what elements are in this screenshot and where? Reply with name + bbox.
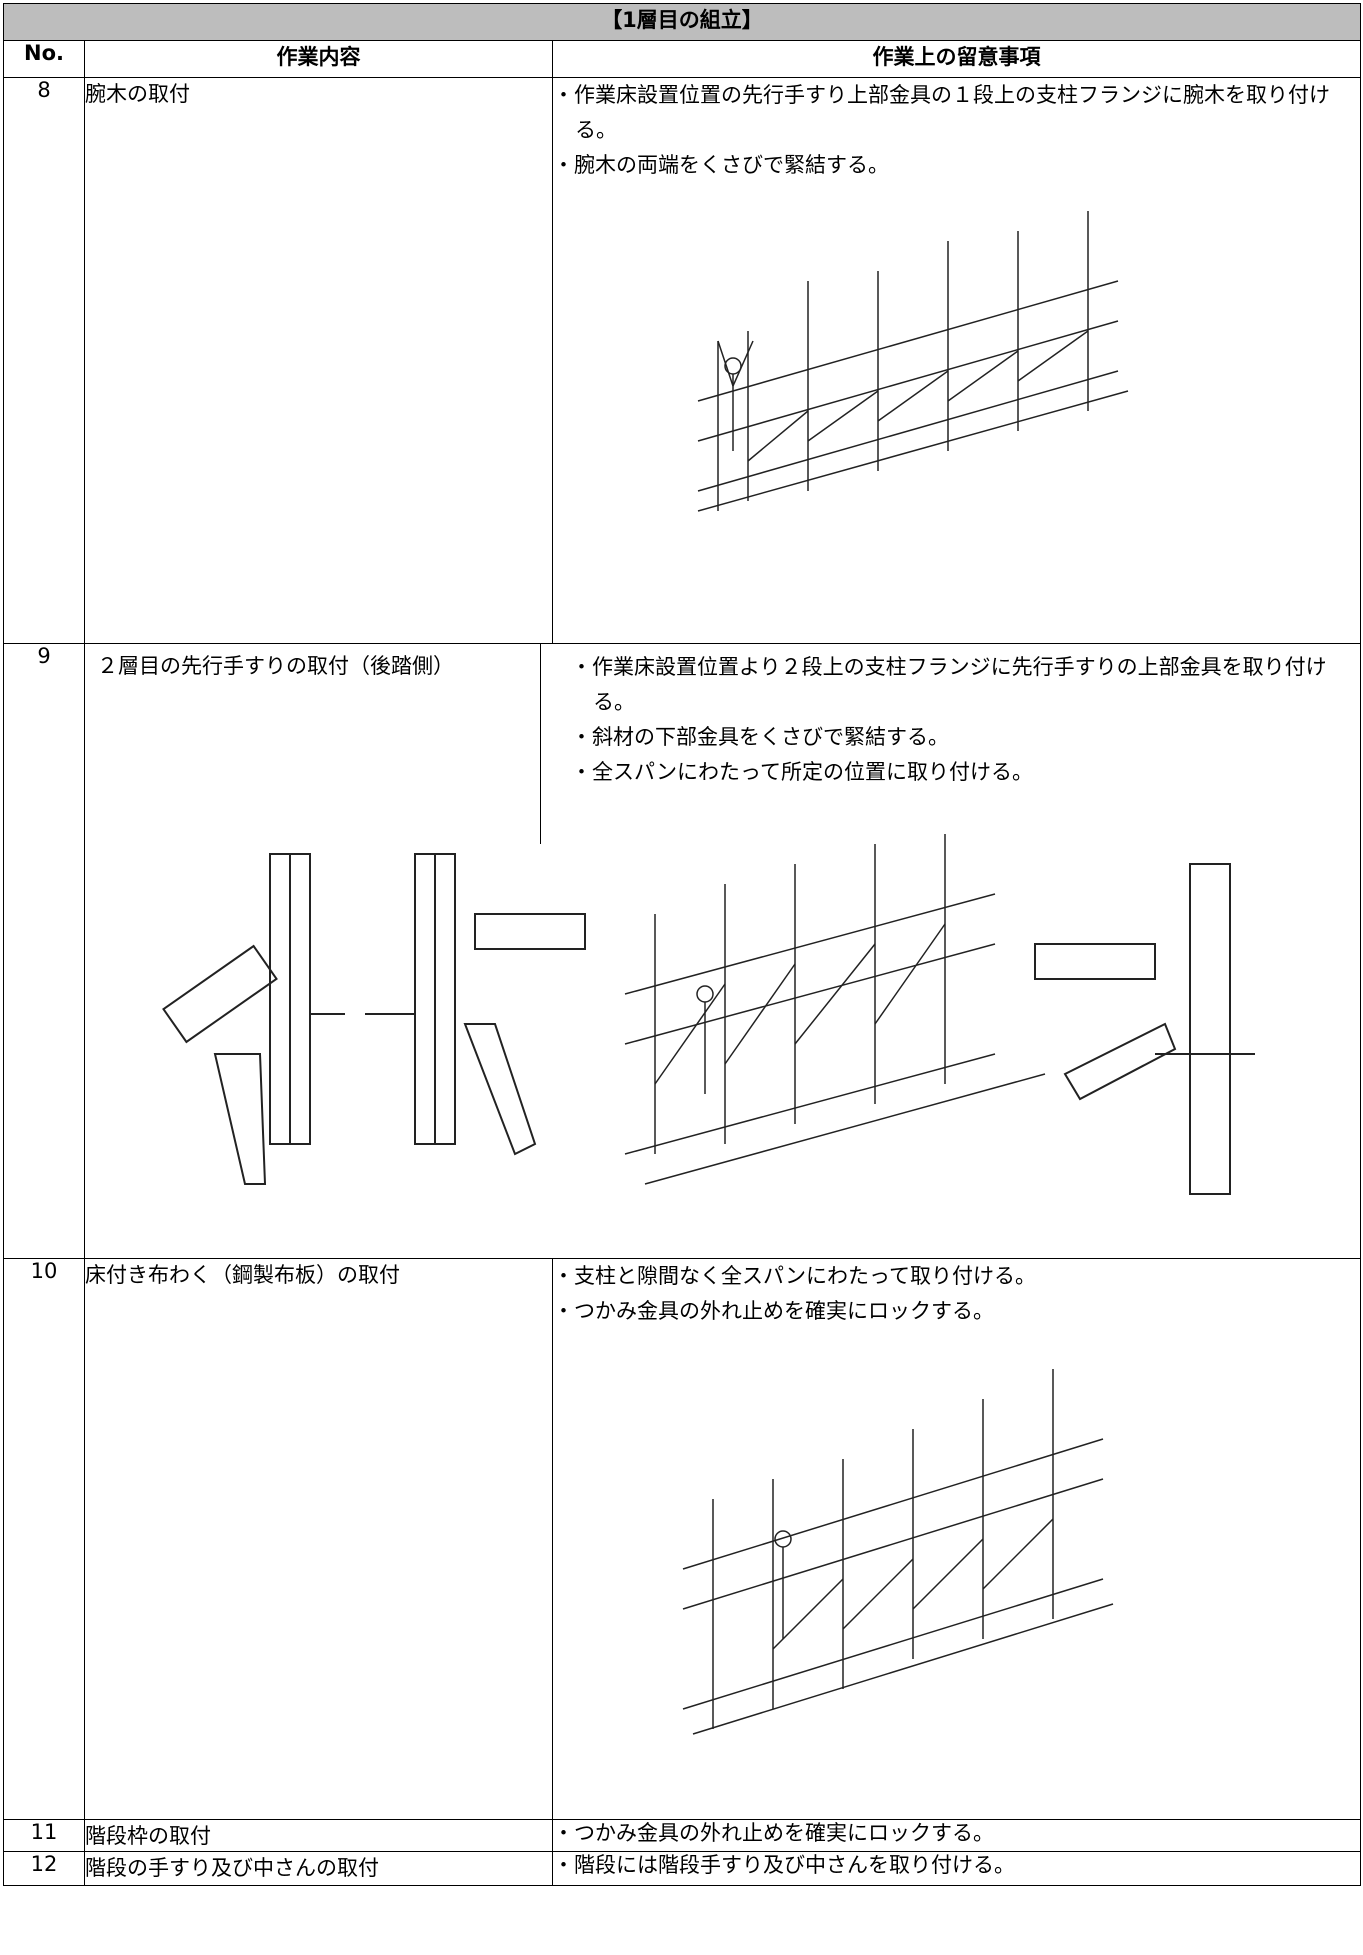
row-notes: ・支柱と隙間なく全スパンにわたって取り付ける。 ・つかみ金具の外れ止めを確実にロ…	[551, 1258, 1362, 1820]
note-line: ・斜材の下部金具をくさびで緊結する。	[571, 725, 949, 749]
header-task: 作業内容	[84, 40, 553, 78]
note-line: ・作業床設置位置の先行手すり上部金具の１段上の支柱フランジに腕木を取り付ける。	[553, 83, 1330, 142]
row-notes: ・作業床設置位置より２段上の支柱フランジに先行手すりの上部金具を取り付ける。 ・…	[541, 644, 1360, 844]
row-task: 階段枠の取付	[84, 1819, 553, 1852]
row-notes: ・つかみ金具の外れ止めを確実にロックする。	[551, 1819, 1362, 1852]
note-line: ・全スパンにわたって所定の位置に取り付ける。	[571, 760, 1033, 784]
table-row: 9 ２層目の先行手すりの取付（後踏側） ・作業床設置位置より２段上の支柱フランジ…	[3, 643, 1362, 1259]
work-procedure-table: 【1層目の組立】 No. 作業内容 作業上の留意事項 8 腕木の取付 ・作業床設…	[2, 3, 1362, 1886]
scaffold-armrest-illustration	[697, 211, 1129, 512]
table-row: 12 階段の手すり及び中さんの取付 ・階段には階段手すり及び中さんを取り付ける。	[3, 1851, 1362, 1886]
row-task: 腕木の取付	[84, 77, 553, 644]
table-header-row: No. 作業内容 作業上の留意事項	[3, 40, 1362, 78]
row-task: 床付き布わく（鋼製布板）の取付	[84, 1258, 553, 1820]
row-task-and-notes: ２層目の先行手すりの取付（後踏側） ・作業床設置位置より２段上の支柱フランジに先…	[83, 643, 1362, 1259]
row-no: 10	[3, 1258, 85, 1820]
header-notes: 作業上の留意事項	[551, 40, 1362, 78]
note-line: ・つかみ金具の外れ止めを確実にロックする。	[553, 1299, 994, 1323]
note-line: ・階段には階段手すり及び中さんを取り付ける。	[553, 1853, 1015, 1877]
table-title-row: 【1層目の組立】	[2, 3, 1362, 41]
table-row: 10 床付き布わく（鋼製布板）の取付 ・支柱と隙間なく全スパンにわたって取り付け…	[3, 1258, 1362, 1820]
row-no: 9	[3, 643, 85, 1259]
row-notes: ・作業床設置位置の先行手すり上部金具の１段上の支柱フランジに腕木を取り付ける。 …	[551, 77, 1362, 644]
row-notes: ・階段には階段手すり及び中さんを取り付ける。	[551, 1851, 1362, 1886]
row-no: 8	[3, 77, 85, 644]
row-no: 11	[3, 1819, 85, 1852]
row-task: 階段の手すり及び中さんの取付	[84, 1851, 553, 1886]
handrail-installation-illustration	[162, 834, 1255, 1195]
note-line: ・腕木の両端をくさびで緊結する。	[553, 153, 889, 177]
note-line: ・つかみ金具の外れ止めを確実にロックする。	[553, 1821, 994, 1845]
table-row: 8 腕木の取付 ・作業床設置位置の先行手すり上部金具の１段上の支柱フランジに腕木…	[3, 77, 1362, 644]
note-line: ・作業床設置位置より２段上の支柱フランジに先行手すりの上部金具を取り付ける。	[571, 655, 1327, 714]
row-task: ２層目の先行手すりの取付（後踏側）	[85, 644, 541, 844]
table-row: 11 階段枠の取付 ・つかみ金具の外れ止めを確実にロックする。	[3, 1819, 1362, 1852]
note-line: ・支柱と隙間なく全スパンにわたって取り付ける。	[553, 1264, 1036, 1288]
table-title: 【1層目の組立】	[2, 3, 1362, 41]
header-no: No.	[3, 40, 85, 78]
row-no: 12	[3, 1851, 85, 1886]
steel-plank-illustration	[682, 1369, 1114, 1735]
